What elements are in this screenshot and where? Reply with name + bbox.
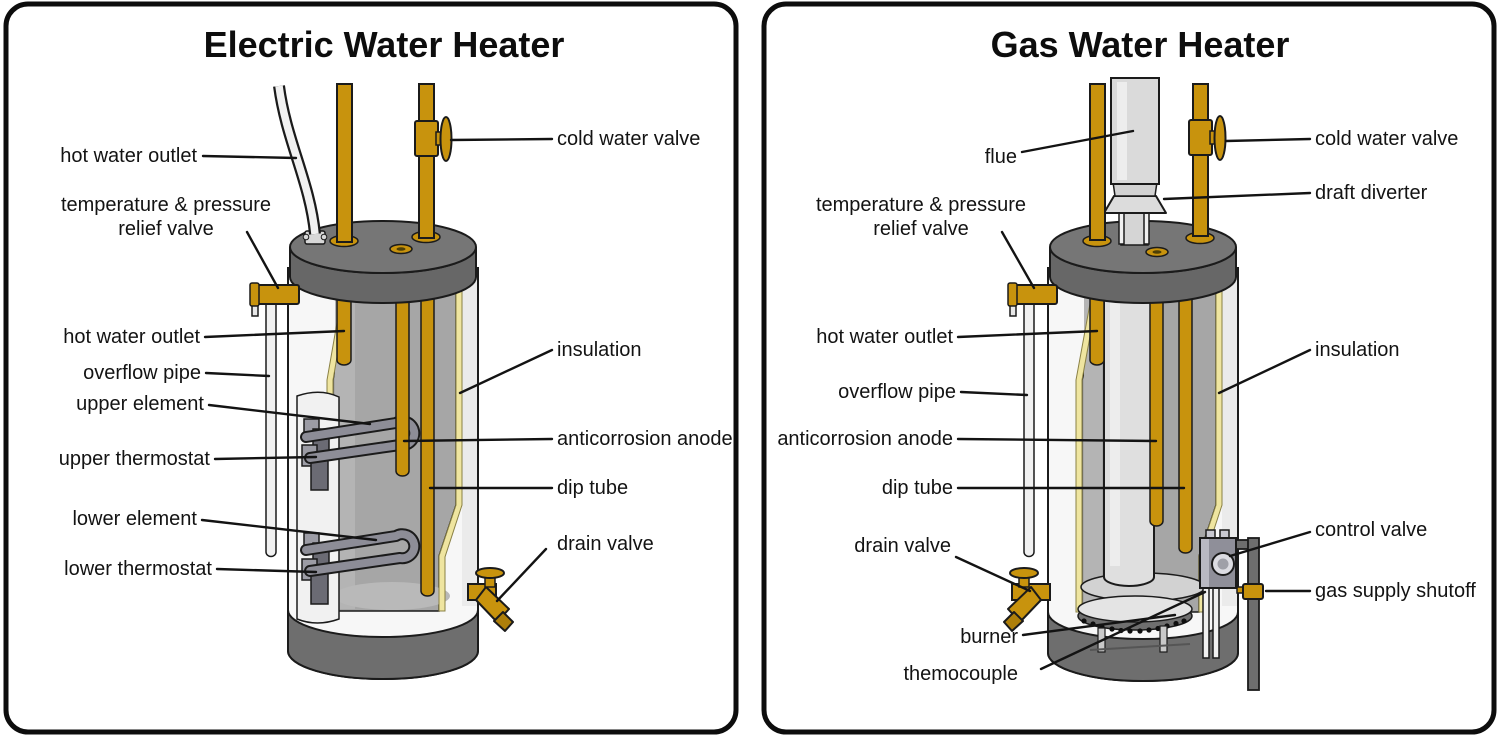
label-electric-tp-line2: relief valve [118, 218, 214, 240]
pointer-electric-lower-element [200, 518, 378, 542]
pointer-gas-tp-relief-valve [1000, 230, 1036, 290]
label-electric-insulation: insulation [557, 339, 642, 361]
pointer-electric-tp-relief-valve [245, 230, 280, 290]
electric-cold-water-pipe [418, 83, 435, 239]
pointer-gas-overflow-pipe [959, 390, 1029, 397]
label-gas-burner: burner [960, 626, 1018, 648]
pointer-electric-upper-element [207, 403, 372, 426]
label-gas-control-valve: control valve [1315, 519, 1427, 541]
pointer-electric-overflow-pipe [204, 371, 271, 378]
electric-insulation-right [438, 270, 463, 612]
gas-cold-valve-wheel [1213, 115, 1227, 161]
label-electric-lower-thermostat: lower thermostat [64, 558, 212, 580]
gas-shell-shade [1222, 276, 1237, 606]
gas-overflow-pipe [1023, 297, 1035, 558]
electric-hot-water-hose [275, 85, 319, 235]
label-electric-anticorrosion-anode: anticorrosion anode [557, 428, 733, 450]
pointer-electric-insulation [458, 348, 554, 395]
gas-heater-diagram: Gas Water Heater [777, 24, 1476, 691]
electric-cold-valve-wheel [439, 116, 453, 162]
label-electric-upper-element: upper element [76, 393, 204, 415]
pointer-gas-control-valve [1228, 530, 1312, 558]
label-electric-cold-water-valve: cold water valve [557, 128, 700, 150]
electric-overflow-pipe [265, 297, 277, 558]
label-gas-tp-line2: relief valve [873, 218, 969, 240]
pointer-gas-flue [1020, 129, 1135, 154]
electric-heater-diagram: Electric Water Heater [59, 24, 733, 680]
label-electric-drain-valve: drain valve [557, 533, 654, 555]
pointer-gas-draft-diverter [1162, 191, 1312, 201]
label-electric-hot-water-outlet: hot water outlet [63, 326, 200, 348]
gas-anode-port-hole [1152, 250, 1162, 254]
label-gas-flue: flue [985, 146, 1017, 168]
pointer-gas-anticorrosion-anode [956, 437, 1158, 443]
electric-tp-valve-cap [249, 282, 260, 307]
gas-riser-pipe [1089, 83, 1106, 241]
label-gas-hot-water-outlet: hot water outlet [816, 326, 953, 348]
pointer-electric-anticorrosion-anode [402, 437, 554, 443]
electric-lower-element [300, 528, 421, 577]
gas-tp-valve-cap [1007, 282, 1018, 307]
electric-cold-valve-body [414, 120, 439, 157]
label-gas-supply-shutoff: gas supply shutoff [1315, 580, 1476, 602]
pointer-gas-hot-water-outlet [956, 329, 1099, 339]
label-electric-overflow-pipe: overflow pipe [83, 362, 201, 384]
gas-title-text: Gas Water Heater [991, 24, 1290, 65]
gas-thermocouple-tube [1212, 585, 1220, 659]
fitting-bolt [320, 233, 328, 241]
gas-control-valve [1199, 529, 1237, 589]
electric-riser-pipe [336, 83, 353, 243]
gas-supply-shutoff-valve [1236, 583, 1264, 600]
gas-burner [1077, 595, 1193, 623]
label-electric-lower-element: lower element [72, 508, 197, 530]
gas-cold-valve-body [1188, 119, 1213, 156]
pointer-electric-upper-thermostat [213, 455, 318, 461]
label-gas-anticorrosion-anode: anticorrosion anode [777, 428, 953, 450]
gas-burner-leg [1159, 625, 1168, 653]
gas-line-vertical [1247, 537, 1260, 691]
electric-drain-valve [467, 567, 514, 632]
gas-inner-flue-highlight [1110, 260, 1120, 566]
gas-flue-stack [1103, 77, 1167, 246]
gas-burner-support [1089, 643, 1191, 651]
gas-thermocouple-tube [1202, 585, 1210, 659]
electric-dip-tube-pipe [420, 249, 435, 597]
label-gas-cold-water-valve: cold water valve [1315, 128, 1458, 150]
label-electric-tp-line1: temperature & pressure [61, 194, 271, 216]
label-electric-dip-tube: dip tube [557, 477, 628, 499]
gas-dip-tube-pipe [1178, 249, 1193, 554]
label-gas-draft-diverter: draft diverter [1315, 182, 1428, 204]
pointer-gas-insulation [1217, 348, 1312, 395]
pointer-electric-hot-water-outlet [203, 329, 346, 339]
gas-drain-valve [1003, 567, 1051, 632]
label-gas-themocouple: themocouple [903, 663, 1018, 685]
pointer-electric-lower-thermostat [215, 567, 318, 574]
pointer-electric-drain-valve [495, 547, 548, 603]
label-gas-tp-line1: temperature & pressure [816, 194, 1026, 216]
pointer-gas-themocouple [1039, 590, 1207, 671]
label-electric-hot-water-outlet-top: hot water outlet [60, 145, 197, 167]
pointer-electric-hot-water-outlet-top [201, 154, 298, 160]
pointer-electric-cold-water-valve [449, 137, 554, 142]
gas-cold-water-pipe [1192, 83, 1209, 237]
fitting-bolt [302, 233, 310, 241]
electric-anode-port-hole [396, 247, 406, 251]
electric-title-text: Electric Water Heater [204, 24, 565, 65]
pointer-gas-drain-valve [954, 555, 1032, 593]
gas-burner-flame-holes [1081, 618, 1187, 634]
electric-anticorrosion-anode-rod [395, 249, 410, 477]
label-gas-overflow-pipe: overflow pipe [838, 381, 956, 403]
label-gas-insulation: insulation [1315, 339, 1400, 361]
gas-anticorrosion-anode-rod [1149, 249, 1164, 527]
label-gas-dip-tube: dip tube [882, 477, 953, 499]
label-electric-upper-thermostat: upper thermostat [59, 448, 211, 470]
pointer-gas-cold-water-valve [1224, 137, 1312, 143]
label-gas-drain-valve: drain valve [854, 535, 951, 557]
